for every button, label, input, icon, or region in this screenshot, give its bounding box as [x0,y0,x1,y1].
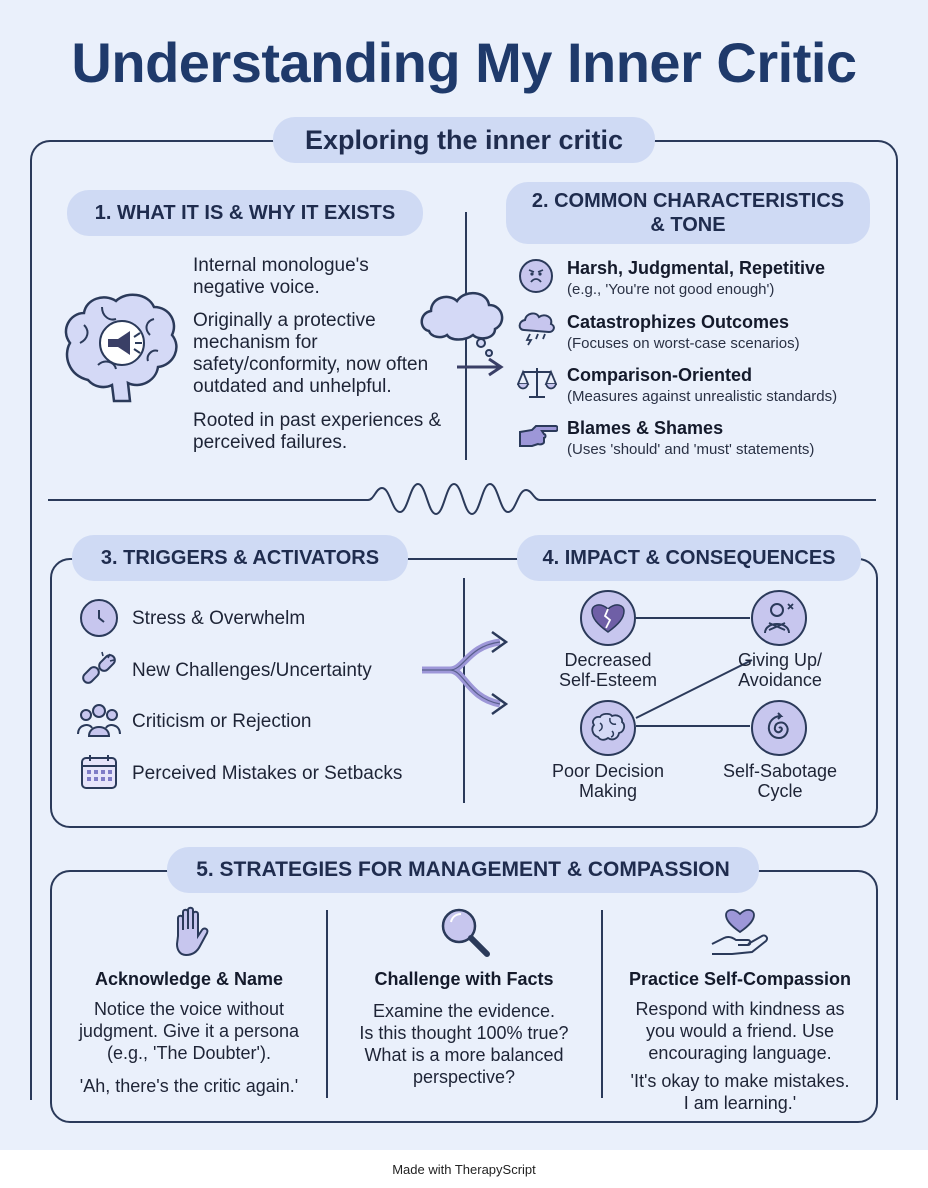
impact-4-label-line2: Cycle [757,781,803,801]
characteristic-1-sub: (e.g., 'You're not good enough') [567,281,775,298]
broken-chain-icon [78,650,120,692]
section2-heading: 2. COMMON CHARACTERISTICS & TONE [506,182,870,244]
trigger-1-label: Stress & Overwhelm [132,608,306,629]
strategy-3-quote-line-1: 'It's okay to make mistakes. [630,1071,850,1091]
trigger-2-label: New Challenges/Uncertainty [132,660,372,681]
characteristic-2-sub: (Focuses on worst-case scenarios) [567,335,800,352]
strategy-2-line-1: Examine the evidence. [372,1001,556,1021]
strategy-3-quote-line-2: I am learning.' [683,1093,797,1113]
crossed-arms-person-icon [751,590,807,646]
people-group-icon [77,702,121,738]
section3-heading: 3. TRIGGERS & ACTIVATORS [72,535,408,581]
strategy-1-line-2: judgment. Give it a persona [78,1021,300,1041]
trigger-3-label: Criticism or Rejection [132,711,312,732]
impact-3-label: Poor Decision Making [536,761,680,801]
impact-1-label: Decreased Self-Esteem [536,650,680,690]
strategy-1-title: Acknowledge & Name [94,969,284,989]
footer-credit: Made with TherapyScript [392,1162,536,1177]
heart-in-hand-icon [708,904,772,960]
strategy-3-line-3: encouraging language. [648,1043,832,1063]
spiral-icon [751,700,807,756]
characteristic-1-title: Harsh, Judgmental, Repetitive [567,258,826,278]
strategy-1-line-3: (e.g., 'The Doubter'). [107,1043,271,1063]
middle-frame [50,558,878,828]
brain-icon [580,700,636,756]
section4-heading: 4. IMPACT & CONSEQUENCES [517,535,861,581]
raised-hand-icon [168,906,212,958]
thought-cloud-icon [415,283,515,383]
strategy-1-text: Notice the voice without judgment. Give … [60,998,318,1064]
branching-arrow-icon [420,628,510,720]
impact-connector-lines [540,590,860,750]
broken-heart-icon [580,590,636,646]
strategy-1-line-1: Notice the voice without [93,999,285,1019]
strategy-3-title: Practice Self-Compassion [628,969,852,989]
impact-4-label-line1: Self-Sabotage [722,761,838,781]
wavy-divider [48,478,876,518]
characteristic-4-sub: (Uses 'should' and 'must' statements) [567,441,815,458]
strategy-2-line-4: perspective? [412,1067,516,1087]
strategy-1-quote: 'Ah, there's the critic again.' [79,1076,299,1096]
impact-4-label: Self-Sabotage Cycle [708,761,852,801]
pointing-hand-icon [518,420,558,452]
strategy-3-line-1: Respond with kindness as [635,999,845,1019]
strategy-2-text: Examine the evidence. Is this thought 10… [335,1000,593,1088]
impact-2-label-line1: Giving Up/ [737,650,823,670]
scales-icon [517,364,557,400]
section5-heading: 5. STRATEGIES FOR MANAGEMENT & COMPASSIO… [167,847,759,893]
clock-icon [80,599,118,637]
section1-paragraph-2: Originally a protective mechanism for sa… [193,310,429,397]
strategy-2-line-2: Is this thought 100% true? [359,1023,569,1043]
page-title: Understanding My Inner Critic [71,31,857,94]
strategy-3-text: Respond with kindness as you would a fri… [610,998,870,1064]
impact-1-label-line2: Self-Esteem [558,670,658,690]
impact-2-label: Giving Up/ Avoidance [708,650,852,690]
strategy-3-line-2: you would a friend. Use [645,1021,835,1041]
section1-heading: 1. WHAT IT IS & WHY IT EXISTS [67,190,423,236]
impact-2-label-line2: Avoidance [738,670,822,690]
strategy-2-line-3: What is a more balanced [364,1045,564,1065]
brain-megaphone-icon [58,285,183,405]
characteristic-4-title: Blames & Shames [567,418,724,438]
section2-heading-text: 2. COMMON CHARACTERISTICS & TONE [531,190,845,236]
bottom-divider-2 [601,910,603,1098]
subtitle-pill: Exploring the inner critic [273,117,655,163]
characteristic-3-sub: (Measures against unrealistic standards) [567,388,838,405]
strategy-3-quote: 'It's okay to make mistakes. I am learni… [610,1070,870,1114]
characteristic-2-title: Catastrophizes Outcomes [567,312,790,332]
strategy-2-title: Challenge with Facts [374,969,554,989]
section1-paragraph-3: Rooted in past experiences & perceived f… [193,410,442,453]
magnifying-glass-icon [437,904,493,960]
impact-1-label-line1: Decreased [564,650,652,670]
impact-3-label-line2: Making [578,781,638,801]
frowning-face-icon [519,259,553,293]
trigger-4-label: Perceived Mistakes or Setbacks [132,763,403,784]
calendar-icon [80,753,118,791]
bottom-divider-1 [326,910,328,1098]
storm-cloud-icon [518,310,556,346]
impact-3-label-line1: Poor Decision [551,761,665,781]
characteristic-3-title: Comparison-Oriented [567,365,753,385]
section1-paragraph-1: Internal monologue's negative voice. [193,255,369,298]
middle-vertical-divider [463,578,465,803]
